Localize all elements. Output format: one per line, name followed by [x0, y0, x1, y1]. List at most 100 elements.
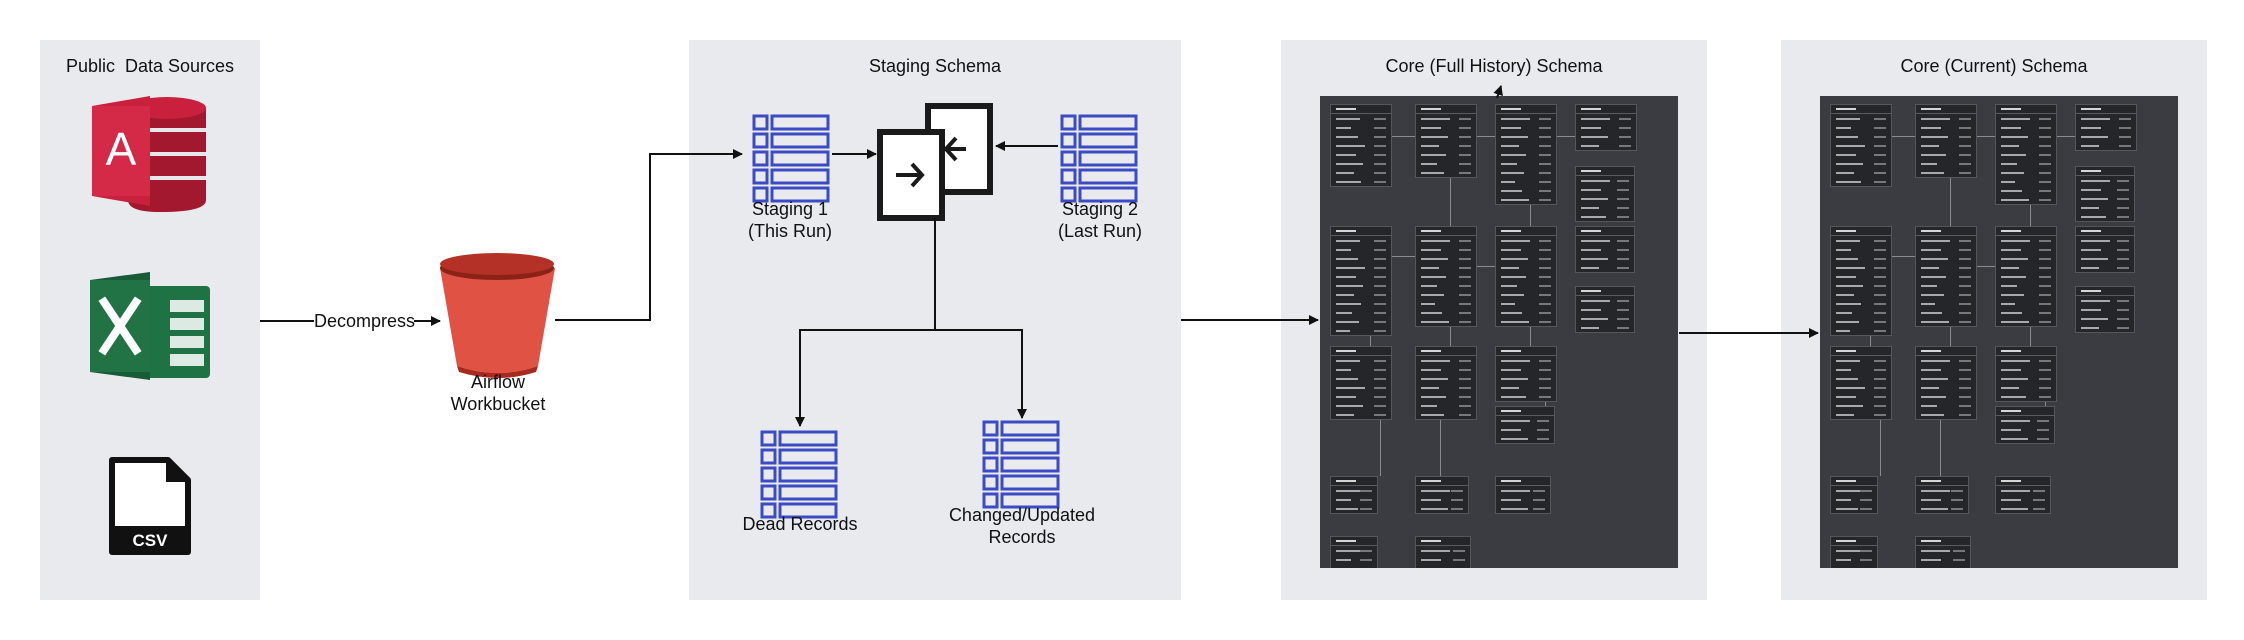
erd-table — [1995, 406, 2055, 444]
table-icon-row-cell — [1078, 150, 1138, 167]
compare-to-changed-arrow — [935, 329, 1027, 419]
erd-table — [1415, 226, 1477, 327]
table-icon-row-cell — [1000, 474, 1060, 491]
table-icon-key-cell — [982, 474, 999, 491]
table-icon-row-cell — [770, 186, 830, 203]
table-icon-key-cell — [760, 502, 777, 519]
erd-table — [1830, 476, 1878, 514]
table-icon-row-cell — [770, 132, 830, 149]
table-icon-row-cell — [778, 466, 838, 483]
compare-icon — [877, 103, 993, 221]
erd-table — [1830, 226, 1892, 336]
staging2-label-line1: Staging 2 — [1061, 199, 1139, 219]
core-history-erd — [1320, 96, 1678, 568]
erd-table — [1995, 476, 2051, 514]
erd-table — [1495, 476, 1551, 514]
dead-records-table-icon — [760, 430, 838, 519]
staging1-label: Staging 1 (This Run) — [730, 198, 850, 242]
erd-table — [1995, 104, 2057, 205]
erd-relationship-line — [1475, 136, 1495, 137]
table-icon-key-cell — [760, 430, 777, 447]
core-history-top-arrow — [1493, 85, 1503, 99]
erd-table — [2075, 104, 2137, 151]
erd-table — [1830, 346, 1892, 420]
staging1-label-line2: (This Run) — [747, 221, 832, 241]
erd-table — [1995, 226, 2057, 327]
erd-relationship-line — [1530, 186, 1531, 226]
erd-relationship-line — [1975, 136, 1995, 137]
sources-panel-title: Public Data Sources — [65, 56, 235, 76]
erd-relationship-line — [1475, 266, 1495, 267]
table-icon-key-cell — [982, 420, 999, 437]
erd-table — [2075, 226, 2135, 273]
table-icon-row-cell — [778, 484, 838, 501]
erd-table — [1415, 346, 1477, 420]
csv-file-icon: CSV — [109, 457, 191, 555]
table-icon-row-cell — [1000, 420, 1060, 437]
erd-table — [1915, 476, 1969, 514]
erd-table — [1330, 476, 1378, 514]
erd-table — [1995, 346, 2057, 402]
erd-table — [1830, 104, 1892, 187]
erd-relationship-line — [1450, 176, 1451, 226]
table-icon-key-cell — [1060, 114, 1077, 131]
changed-records-label: Changed/Updated Records — [930, 504, 1114, 548]
table-icon-key-cell — [752, 150, 769, 167]
erd-relationship-line — [1390, 256, 1415, 257]
erd-table — [1415, 476, 1469, 514]
airflow-label-line1: Airflow — [470, 372, 525, 392]
dead-records-label: Dead Records — [742, 514, 858, 534]
table-icon-row-cell — [778, 430, 838, 447]
changed-records-label-line2: Records — [988, 527, 1056, 547]
erd-table — [1575, 104, 1637, 151]
table-icon-key-cell — [760, 466, 777, 483]
erd-relationship-line — [2055, 136, 2075, 137]
erd-table — [1495, 104, 1557, 205]
erd-relationship-line — [1890, 256, 1915, 257]
erd-table — [1575, 286, 1635, 333]
erd-relationship-line — [1555, 136, 1575, 137]
erd-table — [1330, 536, 1378, 568]
csv-badge: CSV — [133, 531, 169, 550]
erd-table — [1915, 536, 1971, 568]
airflow-bucket-icon — [440, 253, 555, 378]
table-icon-key-cell — [752, 114, 769, 131]
erd-table — [1915, 104, 1977, 178]
table-icon-row-cell — [778, 448, 838, 465]
table-icon-row-cell — [778, 502, 838, 519]
erd-table — [1575, 226, 1635, 273]
access-letter: A — [106, 123, 137, 175]
table-icon-key-cell — [1060, 132, 1077, 149]
bucket-to-staging1-arrow — [555, 149, 743, 321]
erd-relationship-line — [1950, 176, 1951, 226]
erd-relationship-line — [1390, 136, 1415, 137]
staging2-label: Staging 2 (Last Run) — [1038, 198, 1162, 242]
erd-table — [1330, 226, 1392, 336]
table-icon-key-cell — [982, 438, 999, 455]
erd-table — [1915, 226, 1977, 327]
table-icon-key-cell — [1060, 150, 1077, 167]
table-icon-row-cell — [1000, 492, 1060, 509]
erd-table — [1330, 346, 1392, 420]
core-current-erd — [1820, 96, 2178, 568]
table-icon-key-cell — [752, 168, 769, 185]
table-icon-row-cell — [1000, 456, 1060, 473]
table-icon-row-cell — [1078, 114, 1138, 131]
table-icon-key-cell — [1060, 186, 1077, 203]
table-icon-key-cell — [982, 456, 999, 473]
table-icon-row-cell — [770, 150, 830, 167]
erd-table — [2075, 166, 2135, 222]
table-icon-key-cell — [760, 484, 777, 501]
erd-relationship-line — [1440, 416, 1441, 476]
erd-table — [1495, 406, 1555, 444]
erd-relationship-line — [1890, 136, 1915, 137]
staging1-label-line1: Staging 1 — [751, 199, 829, 219]
erd-table — [1575, 166, 1635, 222]
table-icon-row-cell — [770, 114, 830, 131]
staging2-table-icon — [1060, 114, 1138, 203]
erd-table — [1415, 536, 1471, 568]
erd-table — [2075, 286, 2135, 333]
erd-relationship-line — [2030, 186, 2031, 226]
staging1-table-icon — [752, 114, 830, 203]
